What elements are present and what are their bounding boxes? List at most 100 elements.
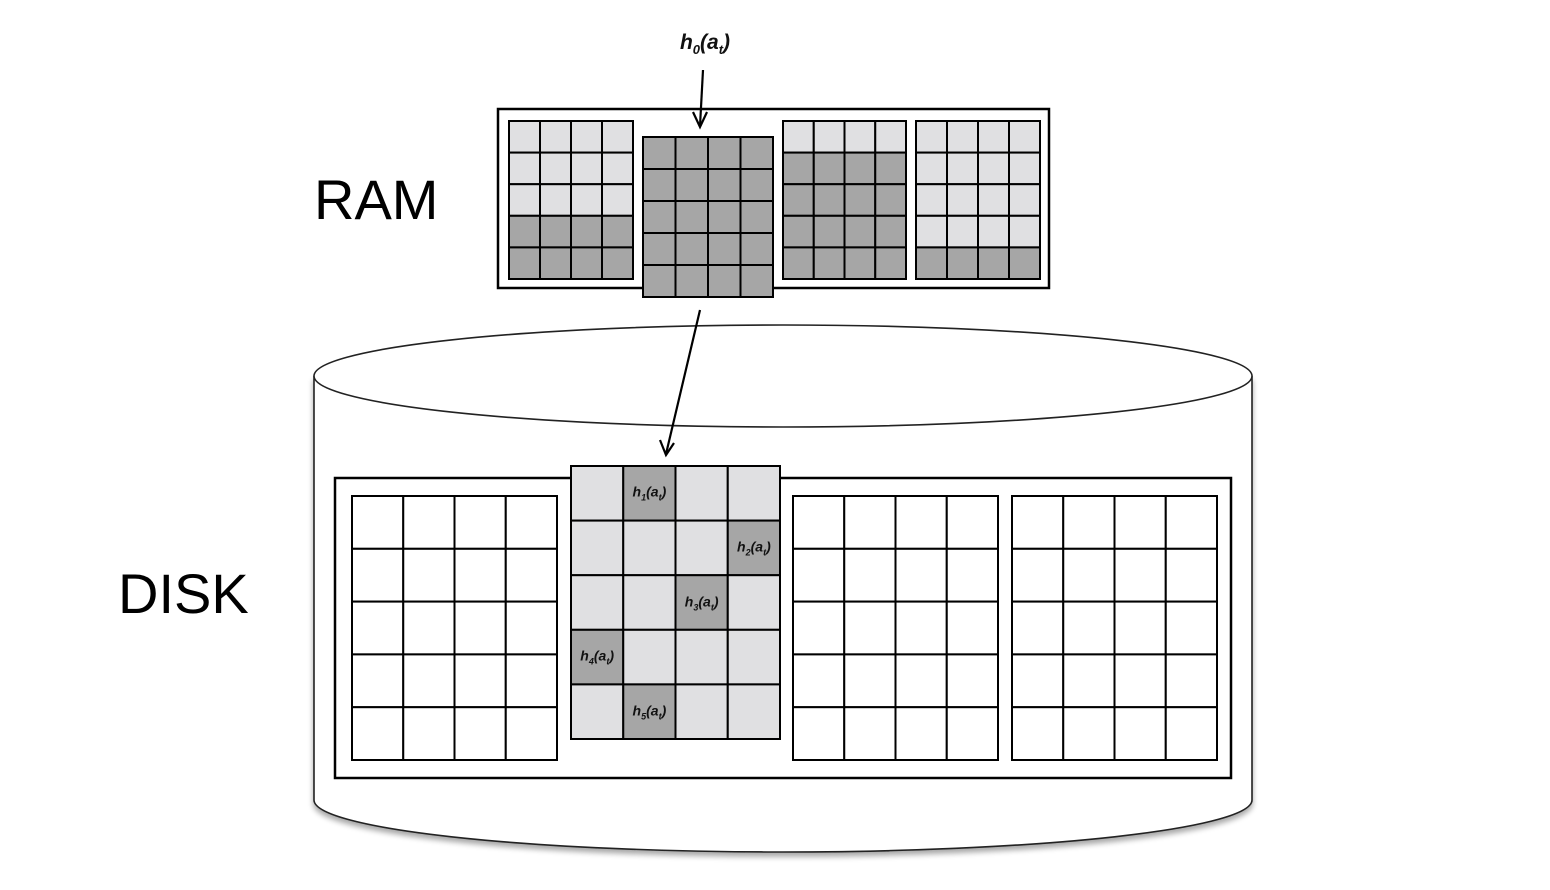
ram-cell [874, 246, 907, 280]
hash-h4-label: h4(at) [580, 647, 614, 667]
disk-cell [1011, 600, 1065, 656]
disk-cell [945, 653, 999, 709]
disk-cell [402, 495, 456, 550]
ram-cell [782, 151, 815, 186]
ram-block-4 [915, 120, 1041, 280]
ram-cell [570, 183, 603, 217]
ram-cell [642, 264, 677, 298]
ram-cell [874, 151, 907, 186]
disk-block-4 [1011, 495, 1218, 762]
ram-cell [674, 232, 709, 266]
ram-cell [570, 214, 603, 249]
disk-cell [453, 547, 507, 603]
disk-cell [570, 683, 625, 741]
ram-cell [915, 151, 948, 186]
ram-block-1 [508, 120, 634, 280]
disk-cell [570, 465, 625, 522]
disk-cell [843, 653, 897, 709]
disk-cell [1113, 547, 1167, 603]
disk-cell [402, 547, 456, 603]
ram-cell [642, 232, 677, 266]
disk-cell [894, 706, 948, 762]
ram-cell [843, 183, 877, 217]
disk-cell [726, 574, 781, 631]
ram-cell [946, 246, 979, 280]
disk-cell [504, 706, 558, 762]
disk-cell [792, 600, 846, 656]
disk-cell [1164, 495, 1218, 550]
ram-cell [601, 183, 634, 217]
disk-block-3 [792, 495, 999, 762]
disk-cell [453, 706, 507, 762]
disk-cell [453, 653, 507, 709]
ram-cell [642, 200, 677, 234]
disk-cell [1113, 706, 1167, 762]
disk-cell [894, 547, 948, 603]
disk-cell [674, 465, 729, 522]
ram-cell [601, 214, 634, 249]
disk-cell [504, 600, 558, 656]
ram-cell [812, 246, 846, 280]
disk-cell [1062, 653, 1116, 709]
disk-cell [894, 600, 948, 656]
ram-cell [508, 214, 541, 249]
ram-cell [874, 120, 907, 154]
disk-cell [843, 706, 897, 762]
disk-block-1 [351, 495, 558, 762]
disk-cell [894, 495, 948, 550]
disk-cell [351, 547, 405, 603]
ram-cell [946, 183, 979, 217]
ram-cell [812, 214, 846, 249]
hash-h5-label: h5(at) [632, 702, 667, 722]
disk-cell [945, 547, 999, 603]
ram-cell [570, 120, 603, 154]
disk-cell [1113, 600, 1167, 656]
ram-cell [570, 246, 603, 280]
ram-cell [946, 151, 979, 186]
disk-cell [1113, 653, 1167, 709]
disk-cell [1164, 706, 1218, 762]
ram-cell [1008, 151, 1041, 186]
disk-cell [792, 706, 846, 762]
disk-cell [1062, 495, 1116, 550]
ram-cell [977, 246, 1010, 280]
disk-cell [1062, 547, 1116, 603]
ram-cell [782, 120, 815, 154]
disk-cell [726, 683, 781, 741]
disk-cell [792, 495, 846, 550]
ram-cell [843, 214, 877, 249]
ram-cell [601, 151, 634, 186]
ram-label: RAM [314, 168, 439, 231]
disk-cell [351, 653, 405, 709]
disk-cell [792, 653, 846, 709]
disk-label: DISK [118, 562, 249, 625]
disk-cell [1062, 706, 1116, 762]
disk-cell [622, 519, 677, 577]
ram-cell [739, 168, 774, 202]
ram-cell [1008, 246, 1041, 280]
ram-cell [707, 264, 742, 298]
ram-cell [977, 214, 1010, 249]
disk-block-hashed [570, 465, 781, 741]
disk-cell [402, 600, 456, 656]
ram-cell [674, 168, 709, 202]
ram-cell [782, 246, 815, 280]
ram-cell [915, 246, 948, 280]
ram-cell [642, 168, 677, 202]
disk-cell [945, 706, 999, 762]
ram-cell [874, 183, 907, 217]
disk-cell [1011, 495, 1065, 550]
ram-cell [782, 214, 815, 249]
disk-cell [674, 628, 729, 686]
hash-h1-label: h1(at) [632, 483, 667, 503]
ram-cell [508, 151, 541, 186]
ram-cell [977, 151, 1010, 186]
ram-cell [977, 183, 1010, 217]
disk-cell [1164, 653, 1218, 709]
ram-cell [539, 151, 572, 186]
ram-cell [843, 246, 877, 280]
ram-cell [946, 120, 979, 154]
ram-cell [642, 136, 677, 170]
disk-cell [1164, 600, 1218, 656]
disk-cell [792, 547, 846, 603]
